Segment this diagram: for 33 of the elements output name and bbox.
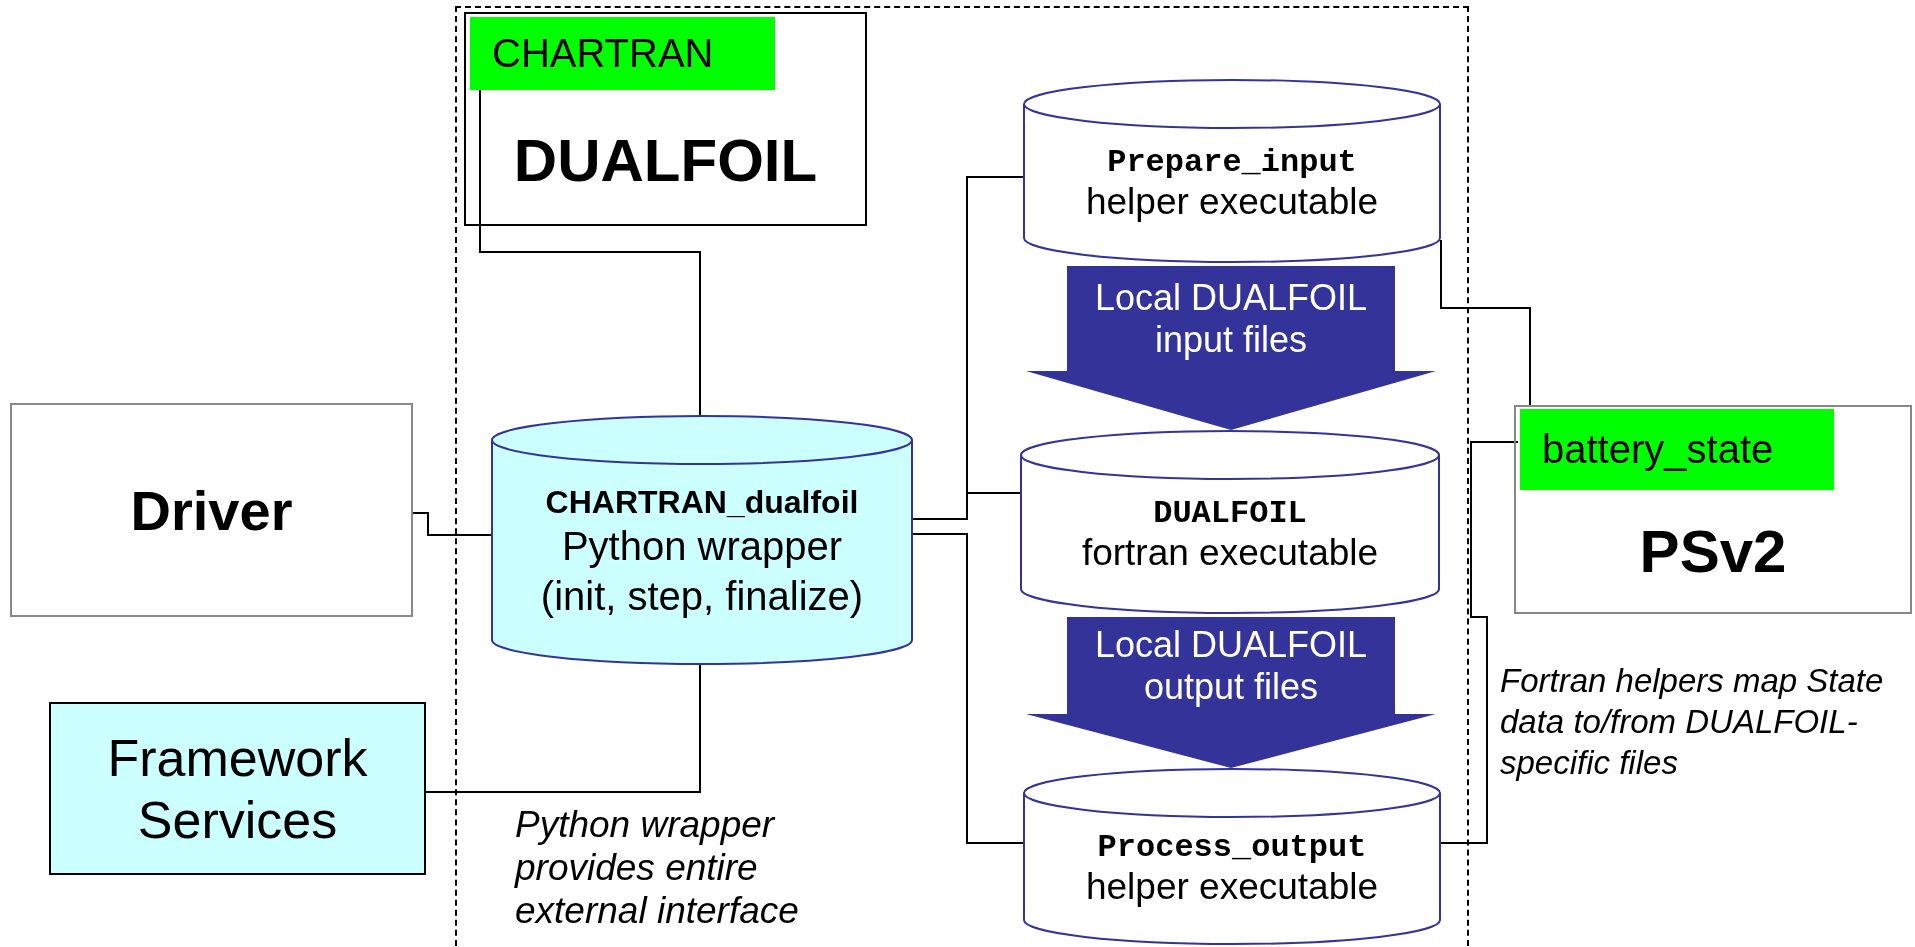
component-box (10, 403, 413, 617)
component-box (464, 12, 867, 226)
annotation-note: Fortran helpers map State data to/from DUALFOIL-specific files (1500, 661, 1885, 783)
tag-label: CHARTRAN (492, 31, 714, 76)
component-title: Framework Services (106, 727, 369, 851)
cylinder-title: Process_output (1097, 829, 1367, 866)
component-title: Driver (130, 477, 293, 543)
edge-label: Local DUALFOIL output files (1093, 624, 1369, 708)
component-title: DUALFOIL (513, 126, 818, 196)
cylinder-text: helper executable (1085, 866, 1379, 908)
connector-line (912, 533, 1024, 844)
connector-line (479, 87, 701, 416)
edge-label: Local DUALFOIL input files (1093, 277, 1369, 361)
block-arrow (1026, 617, 1436, 768)
cylinder-text: fortran executable (1081, 531, 1379, 574)
cylinder-title: CHARTRAN_dualfoil (545, 483, 859, 521)
connector-line (1440, 239, 1531, 408)
label-tag (1520, 409, 1834, 490)
cylinder-text: Python wrapper (init, step, finalize) (539, 522, 865, 620)
label-tag (470, 17, 775, 90)
cylinder-title: Prepare_input (1107, 143, 1357, 181)
component-box (1514, 405, 1912, 614)
cylinder-title: DUALFOIL (1153, 494, 1307, 532)
tag-label: battery_state (1542, 427, 1774, 472)
connector-line (412, 512, 492, 536)
cylinder-text: helper executable (1085, 180, 1379, 223)
connector-line (425, 664, 701, 793)
connector-line (1440, 441, 1519, 844)
connector-line (912, 492, 1021, 520)
component-title: PSv2 (1639, 517, 1787, 587)
component-box (49, 702, 426, 875)
block-arrow (1026, 266, 1436, 430)
annotation-note: Python wrapper provides entire external interface (515, 803, 800, 932)
